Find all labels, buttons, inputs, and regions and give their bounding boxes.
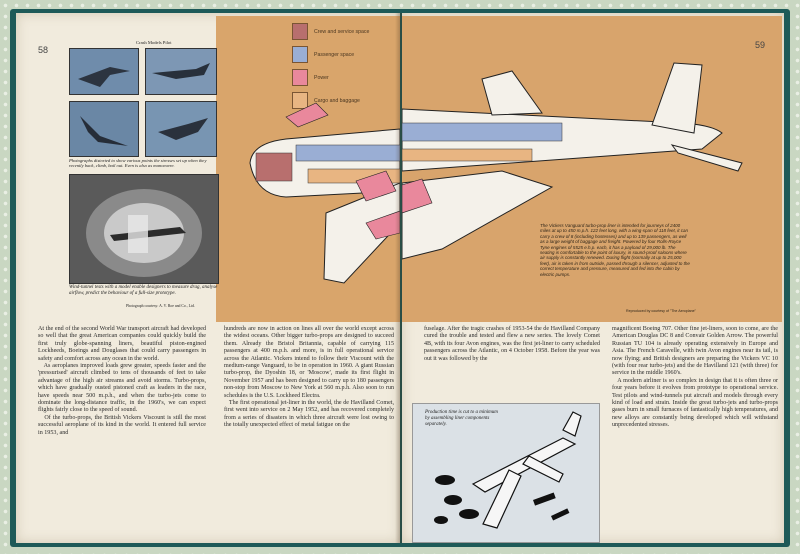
right-page: 59 The Vickers Vanguard turbo-prop liner… [402, 13, 784, 543]
legend-item: Power [292, 69, 369, 86]
page-number-left: 58 [38, 45, 49, 55]
exploded-view-caption: Production time is cut to a minimum by a… [425, 410, 498, 427]
test-photo-4 [145, 101, 217, 157]
text-column-3: fuselage. After the tragic crashes of 19… [424, 326, 602, 362]
wind-tunnel-photo [69, 174, 219, 284]
legend-swatch [292, 92, 308, 109]
text-column-1: At the end of the second World War trans… [38, 326, 206, 436]
test-photo-2 [145, 48, 217, 95]
legend-swatch [292, 46, 308, 63]
legend-label: Cargo and baggage [314, 97, 360, 104]
text-column-2: hundreds are now in action on lines all … [224, 326, 394, 429]
legend-label: Power [314, 74, 329, 81]
photo-strip-caption: Photographs distorted to show various po… [69, 158, 207, 169]
exploded-plane-icon [413, 404, 599, 542]
legend-item: Crew and service space [292, 23, 370, 40]
exploded-view-illustration: Production time is cut to a minimum by a… [412, 403, 600, 543]
test-photo-3 [69, 101, 139, 157]
legend-label: Crew and service space [314, 28, 370, 35]
legend-item: Cargo and baggage [292, 92, 369, 109]
aircraft-photo-icon [70, 49, 138, 94]
photo-strip-title: Crash Models Pilot [136, 40, 172, 45]
legend-swatch [292, 69, 308, 86]
cutaway-legend: Crew and service space Passenger space P… [292, 23, 370, 116]
wind-tunnel-icon [70, 175, 218, 283]
cutaway-credit: Reproduced by courtesy of "The Aeroplane… [626, 309, 696, 313]
legend-item: Passenger space [292, 46, 369, 63]
wind-tunnel-caption: Wind-tunnel tests with a model enable de… [69, 285, 218, 296]
legend-label: Passenger space [314, 51, 355, 58]
left-page: 58 Crash Models Pilot Photographs distor… [16, 13, 400, 543]
test-photo-1 [69, 48, 139, 95]
right-illustration-panel [402, 16, 782, 322]
cutaway-plane-nose [249, 102, 400, 284]
legend-swatch [292, 23, 308, 40]
wind-tunnel-credit: Photograph courtesy: A. V. Roe and Co., … [126, 304, 195, 308]
cutaway-caption: The Vickers Vanguard turbo-prop liner is… [540, 223, 690, 277]
cutaway-plane-tail [402, 62, 743, 260]
open-book: 58 Crash Models Pilot Photographs distor… [10, 9, 790, 547]
text-column-4: magnificent Boeing 707. Other fine jet-l… [612, 326, 778, 429]
page-number-right: 59 [755, 40, 766, 50]
